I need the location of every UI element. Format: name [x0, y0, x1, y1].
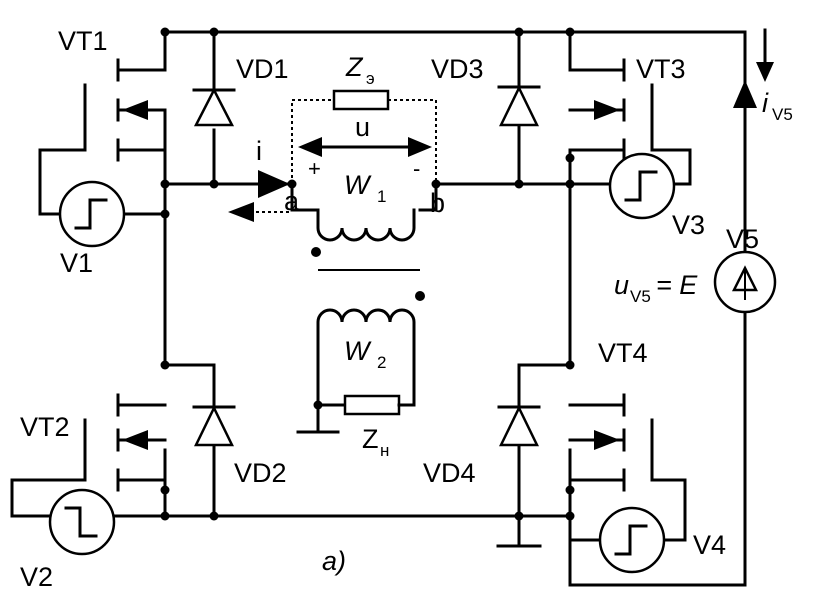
- pulse-source-v2: [48, 488, 116, 556]
- junction-dot: [209, 179, 219, 189]
- label-w2: W: [344, 336, 372, 366]
- label-ze: Z: [345, 52, 364, 82]
- pulse-source-v3: [608, 152, 676, 220]
- label-zh-sub: н: [380, 441, 389, 460]
- label-minus: -: [413, 156, 420, 181]
- label-u: u: [355, 112, 370, 142]
- w1-polarity-dot: [311, 247, 321, 257]
- junction-dot: [565, 511, 575, 521]
- label-u-v5-eq: = E: [656, 270, 698, 300]
- junction-dot: [565, 153, 575, 163]
- vd2-top-wire: [163, 363, 216, 407]
- junction-dot: [514, 179, 524, 189]
- junction-dot: [514, 511, 524, 521]
- label-current-i: i: [256, 136, 262, 166]
- transistor-vt3: [568, 58, 692, 186]
- junction-dot: [565, 485, 575, 495]
- junction-dot: [209, 511, 219, 521]
- v5-up-arrow: [733, 80, 757, 108]
- label-ze-sub: э: [366, 69, 375, 88]
- current-source-v5: [713, 28, 777, 314]
- a-to-w1-wire: [290, 182, 320, 212]
- w2-polarity-dot: [415, 291, 425, 301]
- resistor-zh: [343, 394, 401, 416]
- junction-dot: [514, 27, 524, 37]
- pulse-source-v4: [598, 506, 666, 574]
- label-w1-sub: 1: [377, 187, 386, 206]
- junction-dot: [160, 179, 170, 189]
- label-w1: W: [344, 170, 372, 200]
- diode-vd4: [497, 405, 541, 447]
- labels: VT1 VD1 VD3 VT3 V1 V3 V5 VT4 VT2 VD2 VD4…: [20, 26, 793, 592]
- label-node-a: a: [284, 186, 300, 216]
- label-v2: V2: [20, 562, 53, 592]
- junction-dot: [160, 27, 170, 37]
- label-vt2: VT2: [20, 412, 70, 442]
- i-v5-arrow: [756, 62, 774, 82]
- junction-dot: [160, 485, 170, 495]
- transistor-vt4: [568, 393, 687, 542]
- transistor-vt2: [10, 393, 167, 518]
- label-u-v5-sub: V5: [630, 287, 651, 306]
- transistor-vt1: [38, 58, 167, 216]
- label-i-v5-sub: V5: [772, 105, 793, 124]
- label-v3: V3: [672, 210, 705, 240]
- junction-dot: [160, 360, 170, 370]
- label-node-b: b: [430, 188, 445, 218]
- diode-vd2: [192, 405, 236, 447]
- label-vt3: VT3: [636, 54, 686, 84]
- label-vd1: VD1: [236, 54, 289, 84]
- label-u-v5: u: [614, 270, 629, 300]
- junction-dot: [565, 360, 575, 370]
- label-w2-sub: 2: [377, 353, 386, 372]
- label-vd4: VD4: [423, 458, 476, 488]
- junction-dot: [209, 27, 219, 37]
- label-vd3: VD3: [431, 54, 484, 84]
- label-vt1: VT1: [58, 26, 108, 56]
- label-i-v5: i: [762, 88, 769, 118]
- winding-w1: [316, 208, 416, 242]
- resistor-ze: [332, 89, 390, 111]
- current-arrow-solid: [258, 170, 290, 198]
- junction-dot: [565, 27, 575, 37]
- diode-vd3: [497, 85, 541, 127]
- winding-w2: [316, 308, 416, 407]
- b-to-w1-wire: [418, 182, 438, 212]
- label-vd2: VD2: [234, 458, 287, 488]
- diode-vd1: [192, 87, 236, 127]
- current-arrows: [228, 170, 290, 222]
- caption: a): [322, 546, 346, 576]
- pulse-source-v1: [58, 180, 126, 248]
- transformer: [296, 208, 425, 434]
- label-plus: +: [308, 156, 321, 181]
- vd4-top-wire: [517, 363, 572, 407]
- node-b-dot: [431, 179, 441, 189]
- label-v5: V5: [726, 224, 759, 254]
- label-vt4: VT4: [598, 338, 648, 368]
- wires: [163, 30, 747, 587]
- label-v1: V1: [60, 248, 93, 278]
- equivalent-impedance-ze: [291, 89, 437, 184]
- label-zh: Z: [362, 424, 379, 454]
- label-v4: V4: [693, 530, 726, 560]
